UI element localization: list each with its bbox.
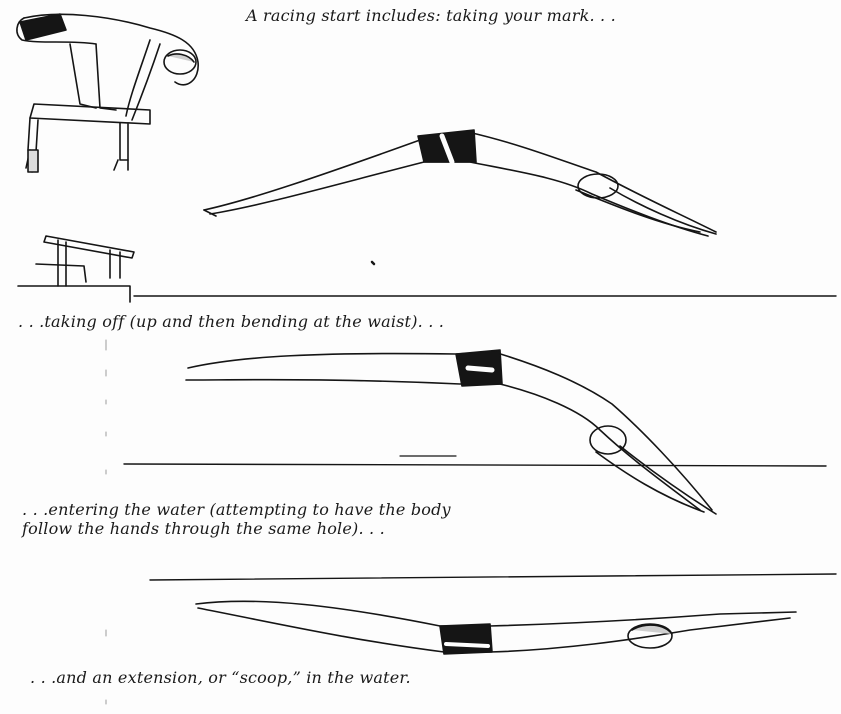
starting-block-1: [26, 104, 150, 172]
caption-extension-scoop: . . .and an extension, or “scoop,” in th…: [30, 668, 411, 687]
caption-taking-off: . . .taking off (up and then bending at …: [18, 312, 444, 331]
swimmer-taking-mark-figure: [17, 14, 198, 172]
swimmer-taking-off-figure: [18, 130, 716, 302]
waterline-2: [124, 464, 826, 466]
caption-entering-water-line-1: . . .entering the water (attempting to h…: [22, 500, 451, 519]
swimmer-entering-water-figure: [186, 350, 716, 514]
swimmer-extension-figure: [196, 601, 796, 654]
waterline-3: [150, 574, 836, 580]
caption-entering-water-line-2: follow the hands through the same hole).…: [22, 519, 385, 538]
caption-taking-mark: A racing start includes: taking your mar…: [246, 6, 616, 25]
starting-block-2: [18, 236, 134, 302]
